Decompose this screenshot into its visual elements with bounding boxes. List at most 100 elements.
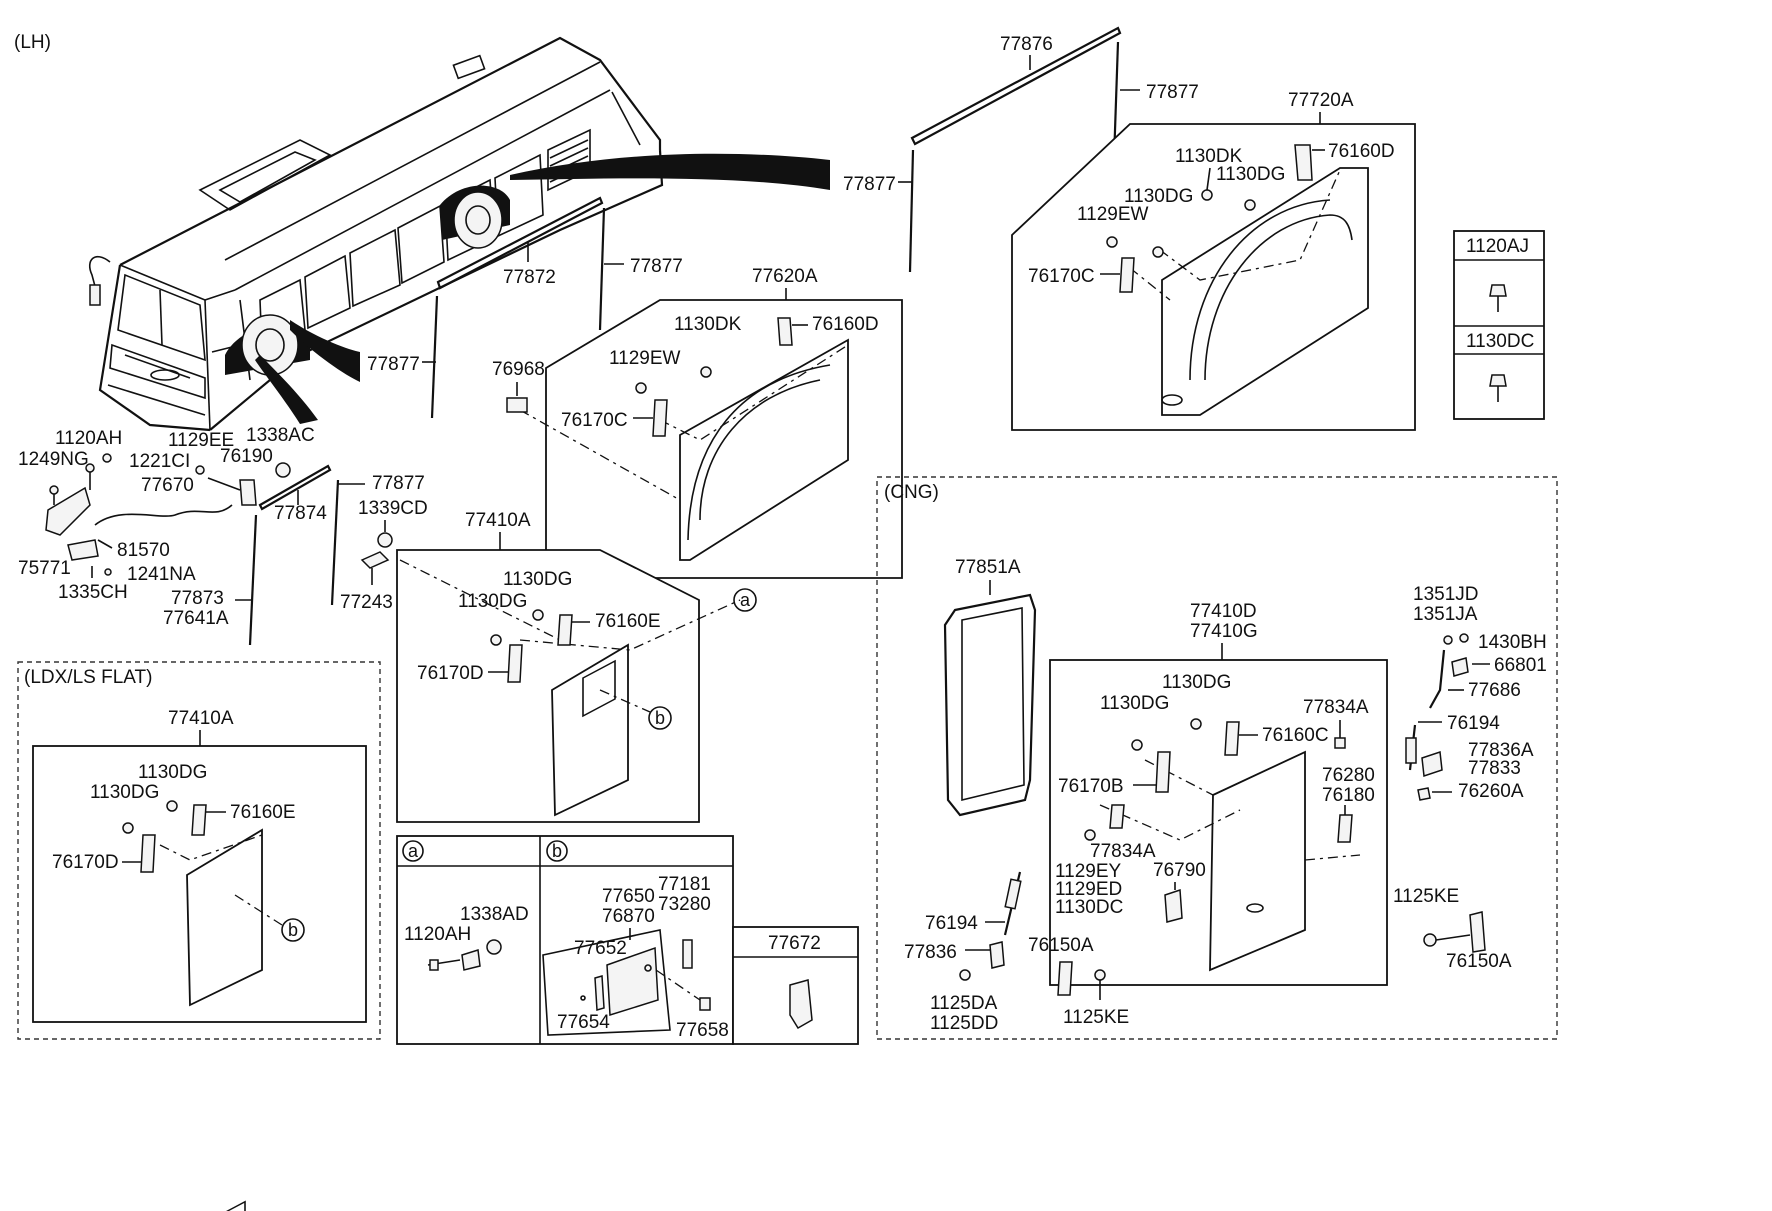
label-76170B: 76170B <box>1058 776 1124 797</box>
label-77876: 77876 <box>1000 34 1053 55</box>
label-1430BH: 1430BH <box>1478 632 1547 653</box>
label-1351JD: 1351JD <box>1413 584 1479 605</box>
label-76160C: 76160C <box>1262 725 1329 746</box>
label-77670: 77670 <box>141 475 194 496</box>
label-1129EY: 1129EY <box>1055 861 1122 882</box>
label-76150A-b: 76150A <box>1028 935 1094 956</box>
label-1338AC: 1338AC <box>246 425 315 446</box>
label-76790: 76790 <box>1153 860 1206 881</box>
label-1125KE-b: 1125KE <box>1063 1007 1129 1028</box>
cng-group: (CNG) 77851A 77410D 77410G 1130DG 1130DG… <box>876 476 1558 1040</box>
ldx-ls-flat-group: (LDX/LS FLAT) 77410A 1130DG 1130DG 76160… <box>17 661 381 1211</box>
label-76160E-a: 76160E <box>595 611 661 632</box>
label-77410G: 77410G <box>1190 621 1258 642</box>
label-76170C-a: 76170C <box>1028 266 1095 287</box>
label-77410A-a: 77410A <box>465 510 531 531</box>
callout-a-text: a <box>740 590 751 610</box>
hinge-cable-group: 1120AH 1249NG 1221CI 1129EE 1338AC 76190… <box>18 425 428 646</box>
label-1351JA: 1351JA <box>1413 604 1478 625</box>
label-1120AJ: 1120AJ <box>1466 236 1529 257</box>
callout-b-text-ldx: b <box>288 920 298 940</box>
label-77658: 77658 <box>676 1020 729 1041</box>
label-76194-b: 76194 <box>925 913 978 934</box>
label-77836A: 77836A <box>1468 740 1534 761</box>
mid-fender-group: 77620A 1130DK 76160D 76968 1129EW 76170C <box>492 266 903 579</box>
label-1335CH: 1335CH <box>58 582 128 603</box>
label-77620A: 77620A <box>752 266 818 287</box>
label-1130DG-d: 1130DG <box>458 591 527 612</box>
rear-fender-group: 77720A 1130DK 1130DG 1130DG 76160D 1129E… <box>1011 90 1416 431</box>
label-77833: 77833 <box>1468 758 1521 779</box>
bolt-legend: 1120AJ 1130DC <box>1453 230 1545 420</box>
label-76260A: 76260A <box>1458 781 1524 802</box>
label-77872: 77872 <box>503 267 556 288</box>
label-1130DK-a: 1130DK <box>1175 146 1243 167</box>
section-lh-label: (LH) <box>14 32 51 53</box>
label-1130DK-b: 1130DK <box>674 314 742 335</box>
label-77873: 77873 <box>171 588 224 609</box>
label-66801: 66801 <box>1494 655 1547 676</box>
label-1221CI: 1221CI <box>129 451 190 472</box>
label-1339CD: 1339CD <box>358 498 428 519</box>
label-73280: 73280 <box>658 894 711 915</box>
label-76160E-b: 76160E <box>230 802 296 823</box>
label-77836: 77836 <box>904 942 957 963</box>
label-1130DG-b: 1130DG <box>1216 164 1285 185</box>
label-1241NA: 1241NA <box>127 564 196 585</box>
label-77851A: 77851A <box>955 557 1021 578</box>
label-76170D-b: 76170D <box>52 852 119 873</box>
label-75771: 75771 <box>18 558 71 579</box>
callout-b-text: b <box>655 708 665 728</box>
label-77686: 77686 <box>1468 680 1521 701</box>
label-1130DC-b: 1130DC <box>1055 897 1123 918</box>
callout-a-marker <box>733 588 757 612</box>
label-76160D-b: 76160D <box>812 314 879 335</box>
label-1338AD: 1338AD <box>460 904 529 925</box>
label-77877-e: 77877 <box>372 473 425 494</box>
label-77877-c: 77877 <box>630 256 683 277</box>
label-1125DA: 1125DA <box>930 993 998 1014</box>
label-1130DC-a: 1130DC <box>1466 331 1534 352</box>
label-1130DG-h: 1130DG <box>1100 693 1169 714</box>
label-76968: 76968 <box>492 359 545 380</box>
label-1120AH-a: 1120AH <box>55 428 122 449</box>
label-77654: 77654 <box>557 1012 610 1033</box>
label-77650: 77650 <box>602 886 655 907</box>
label-1129EW-a: 1129EW <box>1077 204 1149 225</box>
trim-strips-upper: 77876 77877 77877 77872 77877 77877 <box>367 26 1199 419</box>
label-1130DG-a: 1130DG <box>1124 186 1193 207</box>
label-76280: 76280 <box>1322 765 1375 786</box>
label-77877-a: 77877 <box>1146 82 1199 103</box>
bus-illustration <box>88 36 830 432</box>
label-81570: 81570 <box>117 540 170 561</box>
label-77834A-b: 77834A <box>1090 841 1156 862</box>
label-76160D-a: 76160D <box>1328 141 1395 162</box>
label-77652: 77652 <box>574 938 627 959</box>
label-77243: 77243 <box>340 592 393 613</box>
label-76180: 76180 <box>1322 785 1375 806</box>
label-77720A: 77720A <box>1288 90 1354 111</box>
label-1130DG-c: 1130DG <box>503 569 572 590</box>
label-76170C-b: 76170C <box>561 410 628 431</box>
label-77672: 77672 <box>768 933 821 954</box>
label-77877-b: 77877 <box>843 174 896 195</box>
detail-a-title: a <box>408 841 419 861</box>
label-77874: 77874 <box>274 503 327 524</box>
label-76150A-a: 76150A <box>1446 951 1512 972</box>
label-76870: 76870 <box>602 906 655 927</box>
label-1125KE-a: 1125KE <box>1393 886 1459 907</box>
callout-b-marker-ldx <box>281 918 305 942</box>
label-76190: 76190 <box>220 446 273 467</box>
label-76194-a: 76194 <box>1447 713 1500 734</box>
label-1125DD: 1125DD <box>930 1013 998 1034</box>
section-ldx-label: (LDX/LS FLAT) <box>24 667 152 688</box>
label-77181: 77181 <box>658 874 711 895</box>
label-1130DG-g: 1130DG <box>1162 672 1231 693</box>
label-77834A-a: 77834A <box>1303 697 1369 718</box>
label-1130DG-e: 1130DG <box>138 762 207 783</box>
label-77410D: 77410D <box>1190 601 1257 622</box>
label-77641A: 77641A <box>163 608 229 629</box>
label-1129EE: 1129EE <box>168 430 234 451</box>
label-77410A-b: 77410A <box>168 708 234 729</box>
label-1129EW-b: 1129EW <box>609 348 681 369</box>
